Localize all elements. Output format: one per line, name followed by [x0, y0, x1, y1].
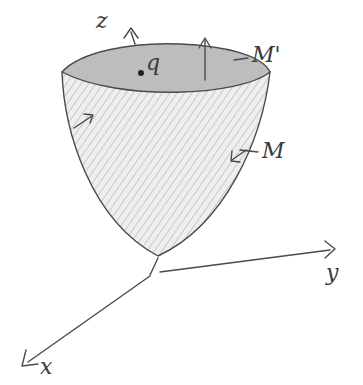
axis-label: y — [326, 262, 338, 284]
axis-label: M' — [252, 44, 281, 66]
axis-label: z — [96, 10, 108, 32]
axis-label: x — [40, 356, 52, 378]
axis-label: q — [146, 52, 160, 74]
axis-label: M — [262, 140, 285, 162]
